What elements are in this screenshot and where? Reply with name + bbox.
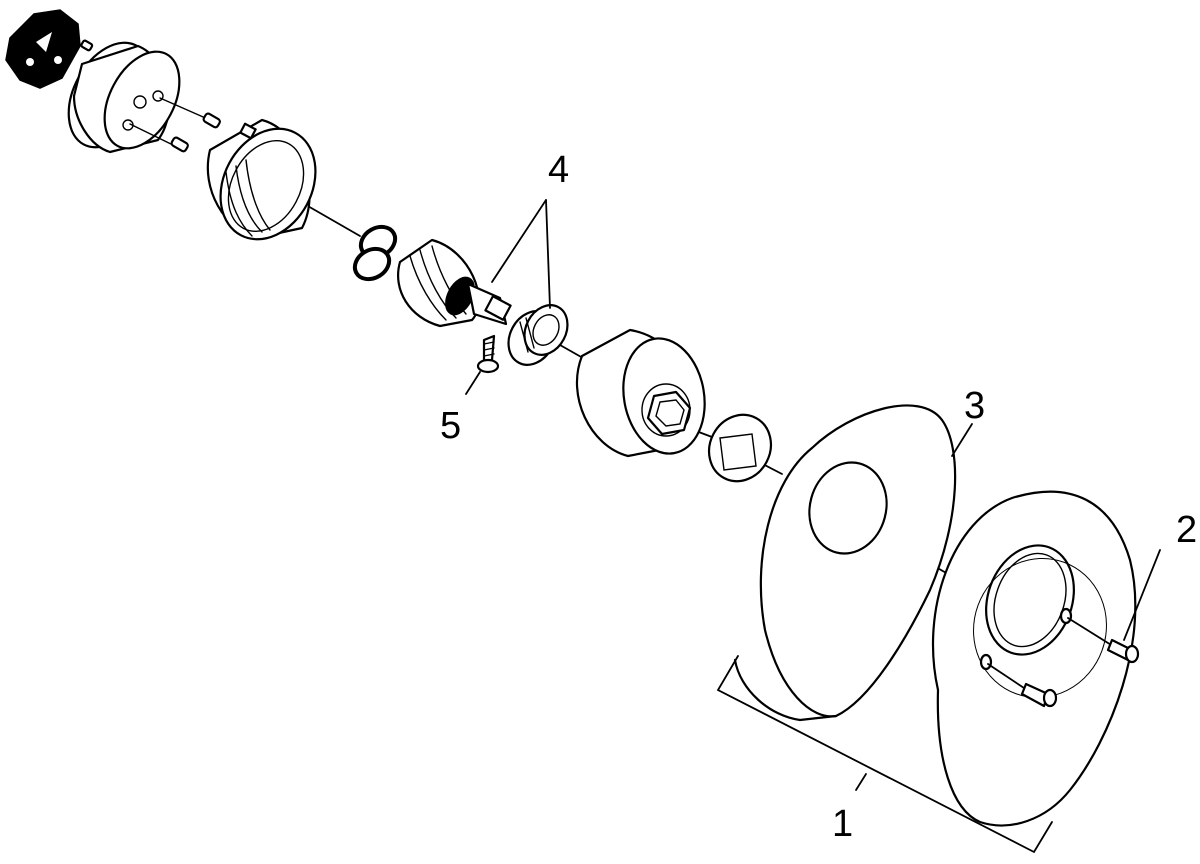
callout-4: 4 [548,149,569,191]
callout-2: 2 [1176,509,1197,551]
cover-plate [931,490,1137,827]
callout-1: 1 [832,803,853,845]
cartridge-housing [67,41,221,154]
threaded-nut [206,118,317,241]
screw [476,334,500,374]
callout-5: 5 [440,405,461,447]
gasket [733,404,957,722]
spindle-knob [5,9,94,89]
cover-screws [987,617,1140,708]
set-bracket [716,655,1053,854]
callout-3: 3 [964,385,985,427]
leader-lines [465,199,1161,791]
gear-ring [507,304,569,366]
adapter-ring [707,413,773,483]
sleeve [575,328,706,458]
o-rings [352,224,398,282]
valve-cartridge [397,238,512,328]
